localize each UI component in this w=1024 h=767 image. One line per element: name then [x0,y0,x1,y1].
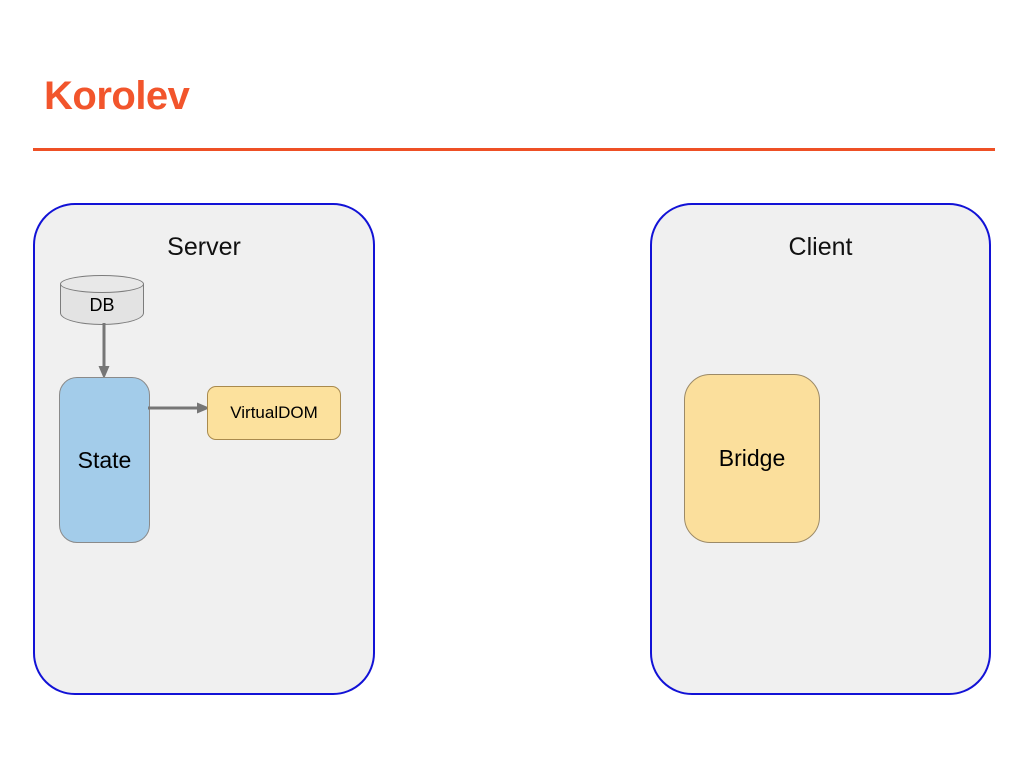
node-db-label: DB [89,295,115,315]
db-cylinder-top-ellipse [60,275,144,293]
panel-server: Server DB State VirtualDOM [33,203,375,695]
node-bridge-label: Bridge [718,445,786,471]
panel-server-label: Server [167,233,241,261]
node-virtualdom: VirtualDOM [207,386,341,440]
connector-db-to-state-arrow [98,323,110,379]
title-divider [33,148,995,151]
node-bridge: Bridge [684,374,820,543]
panel-client: Client Bridge [650,203,991,695]
node-virtualdom-label: VirtualDOM [230,403,318,422]
page-title: Korolev [44,74,190,118]
connector-state-to-virtualdom-arrow [148,402,210,414]
node-state-label: State [77,446,132,473]
panel-client-label: Client [788,233,853,261]
node-state: State [59,377,150,543]
node-db: DB [60,275,144,325]
